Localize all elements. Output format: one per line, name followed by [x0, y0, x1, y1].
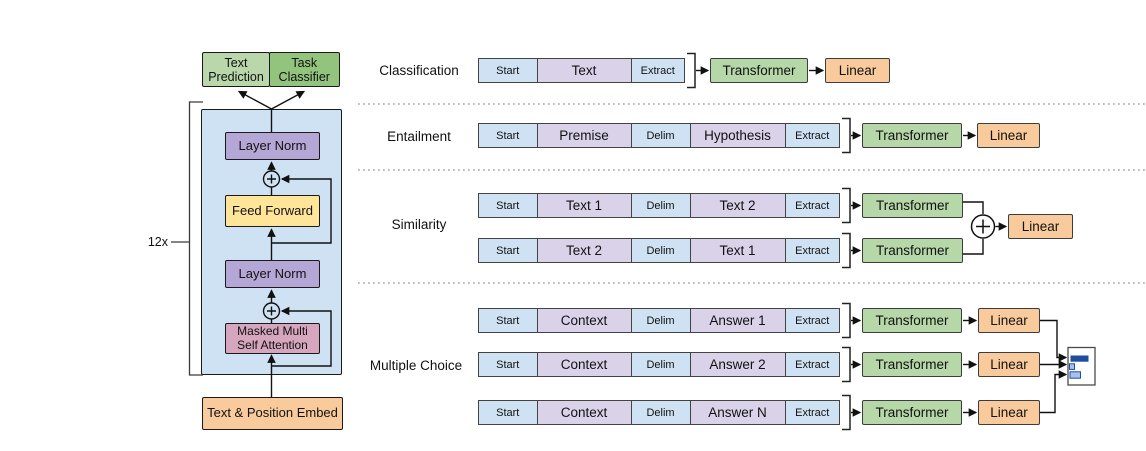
token-strip-similarity-1: Start Text 1 Delim Text 2 Extract [478, 193, 840, 218]
repeat-count-label: 12x [147, 235, 168, 249]
token-cell-delim: Delim [630, 353, 690, 376]
repeat-bracket-icon [171, 101, 203, 376]
linear-box: Linear [978, 352, 1040, 377]
token-cell-start: Start [479, 309, 537, 332]
token-cell-extract: Extract [784, 309, 839, 332]
token-cell-premise: Premise [536, 124, 631, 147]
left-diagram-arrows [237, 90, 306, 397]
token-cell-extract: Extract [784, 239, 839, 262]
section-separator-dotted-lines [358, 103, 1146, 284]
token-cell-text2: Text 2 [689, 194, 785, 217]
token-cell-start: Start [479, 239, 537, 262]
token-cell-extract: Extract [784, 353, 839, 376]
token-cell-start: Start [479, 353, 537, 376]
transformer-box: Transformer [862, 400, 962, 425]
linear-box: Linear [978, 400, 1040, 425]
transformer-box: Transformer [862, 123, 962, 148]
task-label-similarity: Similarity [391, 217, 447, 232]
token-strip-classification: Start Text Extract [478, 58, 685, 83]
text-position-embed-box: Text & Position Embed [202, 397, 343, 430]
linear-box: Linear [1008, 214, 1073, 239]
transformer-box: Transformer [862, 352, 962, 377]
answer-scores-chart-icon [1067, 346, 1096, 386]
similarity-sum-icon [970, 214, 996, 239]
masked-self-attention-box: Masked Multi Self Attention [225, 323, 320, 354]
token-cell-text1: Text 1 [689, 239, 785, 262]
token-cell-start: Start [479, 59, 537, 82]
token-cell-hypothesis: Hypothesis [689, 124, 785, 147]
transformer-box: Transformer [862, 238, 963, 263]
token-cell-extract: Extract [784, 124, 839, 147]
flow-arrows [696, 66, 1008, 417]
linear-box: Linear [978, 308, 1040, 333]
residual-sum-icon [262, 302, 281, 320]
multiple-choice-merge-lines [1040, 319, 1068, 414]
token-cell-start: Start [479, 124, 537, 147]
token-cell-text1: Text 1 [536, 194, 631, 217]
token-strip-choice-1: Start Context Delim Answer 1 Extract [478, 308, 840, 333]
linear-box: Linear [977, 123, 1040, 148]
text-prediction-box: Text Prediction [202, 52, 270, 87]
token-cell-extract: Extract [784, 401, 839, 424]
token-cell-text: Text [536, 59, 631, 82]
residual-sum-icon [262, 170, 281, 188]
token-cell-context: Context [536, 401, 631, 424]
token-cell-start: Start [479, 194, 537, 217]
layer-norm-top-box: Layer Norm [225, 132, 320, 160]
transformer-box: Transformer [710, 58, 808, 83]
linear-box: Linear [825, 58, 890, 83]
token-cell-context: Context [536, 353, 631, 376]
task-label-multiple-choice: Multiple Choice [369, 358, 463, 373]
token-cell-answer2: Answer 2 [689, 353, 785, 376]
token-strip-choice-n: Start Context Delim Answer N Extract [478, 400, 840, 425]
token-cell-context: Context [536, 309, 631, 332]
task-label-entailment: Entailment [387, 129, 451, 144]
token-cell-delim: Delim [630, 309, 690, 332]
feed-forward-box: Feed Forward [225, 195, 320, 227]
token-cell-extract: Extract [630, 59, 684, 82]
token-cell-delim: Delim [630, 194, 690, 217]
task-label-classification: Classification [379, 63, 459, 78]
token-cell-extract: Extract [784, 194, 839, 217]
layer-norm-bottom-box: Layer Norm [225, 260, 320, 288]
token-strip-similarity-2: Start Text 2 Delim Text 1 Extract [478, 238, 840, 263]
token-cell-answer1: Answer 1 [689, 309, 785, 332]
token-cell-delim: Delim [630, 401, 690, 424]
token-cell-text2: Text 2 [536, 239, 631, 262]
token-strip-entailment: Start Premise Delim Hypothesis Extract [478, 123, 840, 148]
similarity-merge-lines [963, 201, 984, 255]
token-cell-answer-n: Answer N [689, 401, 785, 424]
token-cell-delim: Delim [630, 239, 690, 262]
transformer-box: Transformer [862, 193, 963, 218]
transformer-box: Transformer [862, 308, 962, 333]
strip-bracket-icons [687, 52, 851, 431]
token-cell-delim: Delim [630, 124, 690, 147]
task-classifier-box: Task Classifier [268, 52, 340, 87]
token-cell-start: Start [479, 401, 537, 424]
residual-connections [271, 174, 332, 367]
token-strip-choice-2: Start Context Delim Answer 2 Extract [478, 352, 840, 377]
